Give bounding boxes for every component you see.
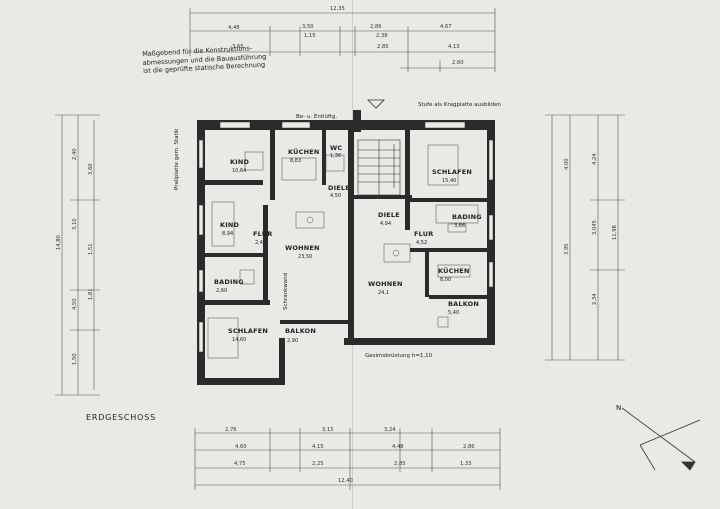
room-balkon-2-label: BALKON <box>448 300 479 308</box>
dim-right-2: 3,95 <box>564 243 570 255</box>
dim-bottom-1: 2,76 <box>225 427 237 433</box>
room-schlafen-2-label: SCHLAFEN <box>432 168 472 176</box>
dim-bottom-overall: 12,40 <box>338 478 353 484</box>
dim-left-4: 1,50 <box>72 353 78 365</box>
dim-top-2: 3,50 <box>302 24 314 30</box>
dim-top-7: 3,65 <box>232 44 244 50</box>
room-schlafen-1-label: SCHLAFEN <box>228 327 268 335</box>
dim-bottom-4: 4,60 <box>235 444 247 450</box>
dim-bottom-11: 1,33 <box>460 461 472 467</box>
dim-left-overall: 14,80 <box>56 235 62 250</box>
dim-bottom-9: 2,25 <box>312 461 324 467</box>
north-arrow-label: N <box>616 404 621 412</box>
north-arrow-icon <box>621 407 701 471</box>
room-balkon-1-label: BALKON <box>285 327 316 335</box>
dim-top-1: 4,48 <box>228 25 240 31</box>
room-diele-1-area: 4,50 <box>330 193 341 199</box>
dim-overall-top: 12,35 <box>330 6 345 12</box>
dim-left-3: 4,50 <box>72 298 78 310</box>
dim-left-2: 3,10 <box>72 218 78 230</box>
dim-bottom-2: 3,15 <box>322 427 334 433</box>
dim-left-5: 3,60 <box>88 163 94 175</box>
dim-left-6: 1,51 <box>88 243 94 255</box>
furniture <box>207 144 479 359</box>
room-kuechen-2-label: KÜCHEN <box>438 266 470 275</box>
dim-top-9: 4,13 <box>448 44 460 50</box>
left-dimension-lines <box>55 114 100 396</box>
dim-right-1: 4,00 <box>564 158 570 170</box>
room-schlafen-1-area: 14,60 <box>232 337 246 343</box>
room-balkon-2-area: 5,40 <box>448 310 459 316</box>
windows <box>198 121 494 353</box>
room-wc-label: WC <box>330 144 342 152</box>
room-kind-1-label: KIND <box>230 158 249 166</box>
room-kind-1-area: 10,64 <box>232 168 246 174</box>
room-bad-2-label: BADING <box>452 213 482 221</box>
floor-title: ERDGESCHOSS <box>86 413 156 422</box>
room-flur-1-area: 2,49 <box>255 240 266 246</box>
dim-top-4: 4,67 <box>440 24 452 30</box>
exterior-walls <box>197 110 495 385</box>
staircase <box>357 139 401 196</box>
room-schlafen-2-area: 15,40 <box>442 178 456 184</box>
room-wohnen-2-label: WOHNEN <box>368 280 403 288</box>
dim-top-6: 2,38 <box>376 33 388 39</box>
dim-right-5: 2,34 <box>592 293 598 305</box>
dim-top-10: 2,60 <box>452 60 464 66</box>
room-diele-2-area: 4,94 <box>380 221 391 227</box>
room-diele-2-label: DIELE <box>378 211 400 219</box>
room-kuechen-1-label: KÜCHEN <box>288 147 320 156</box>
room-kind-2-label: KIND <box>220 221 239 229</box>
dim-right-overall: 11,98 <box>612 225 618 240</box>
annotation-schrankwand: Schrankwand <box>283 273 289 310</box>
bottom-dimension-lines <box>194 428 501 490</box>
dim-left-7: 1,81 <box>88 288 94 300</box>
dim-bottom-6: 4,48 <box>392 444 404 450</box>
room-kuechen-1-area: 8,83 <box>290 158 301 164</box>
dim-top-5: 1,15 <box>304 33 316 39</box>
room-kind-2-area: 8,94 <box>222 231 233 237</box>
interior-walls <box>205 130 487 340</box>
room-bad-2-area: 3,66 <box>454 223 465 229</box>
top-dimension-lines <box>189 8 496 72</box>
room-flur-2-label: FLUR <box>414 230 433 238</box>
room-bad-1-area: 2,60 <box>216 288 227 294</box>
room-flur-2-area: 4,52 <box>416 240 427 246</box>
annotation-prallplatte: Prallplatte gem. Statik <box>174 128 180 190</box>
room-wohnen-1-label: WOHNEN <box>285 244 320 252</box>
dim-right-4: 3,045 <box>592 220 598 235</box>
room-diele-1-label: DIELE <box>328 184 350 192</box>
room-wohnen-2-area: 24,1 <box>378 290 389 296</box>
dim-top-8: 2,85 <box>377 44 389 50</box>
room-balkon-1-area: 2,90 <box>287 338 298 344</box>
entrance-arrow-icon <box>367 99 385 109</box>
dim-left-1: 2,40 <box>72 148 78 160</box>
dim-bottom-8: 4,75 <box>234 461 246 467</box>
dim-top-3: 2,86 <box>370 24 382 30</box>
annotation-gesimsbruestung: Gesimsbrüstung h=1,10 <box>365 353 433 359</box>
annotation-stufe: Stufe als Kragplatte ausbilden <box>418 102 501 108</box>
room-wc-area: 1,36 <box>330 153 341 159</box>
room-bad-1-label: BADING <box>214 278 244 286</box>
room-kuechen-2-area: 8,00 <box>440 277 451 283</box>
dim-right-3: 4,24 <box>592 153 598 165</box>
dim-bottom-3: 3,24 <box>384 427 396 433</box>
dim-bottom-10: 2,85 <box>394 461 406 467</box>
right-dimension-lines <box>545 114 625 361</box>
dim-bottom-7: 2,86 <box>463 444 475 450</box>
dim-bottom-5: 4,15 <box>312 444 324 450</box>
room-wohnen-1-area: 23,50 <box>298 254 312 260</box>
room-flur-1-label: FLUR <box>253 230 272 238</box>
annotation-entlueftung: Be- u. Entlüftg. <box>296 114 337 120</box>
